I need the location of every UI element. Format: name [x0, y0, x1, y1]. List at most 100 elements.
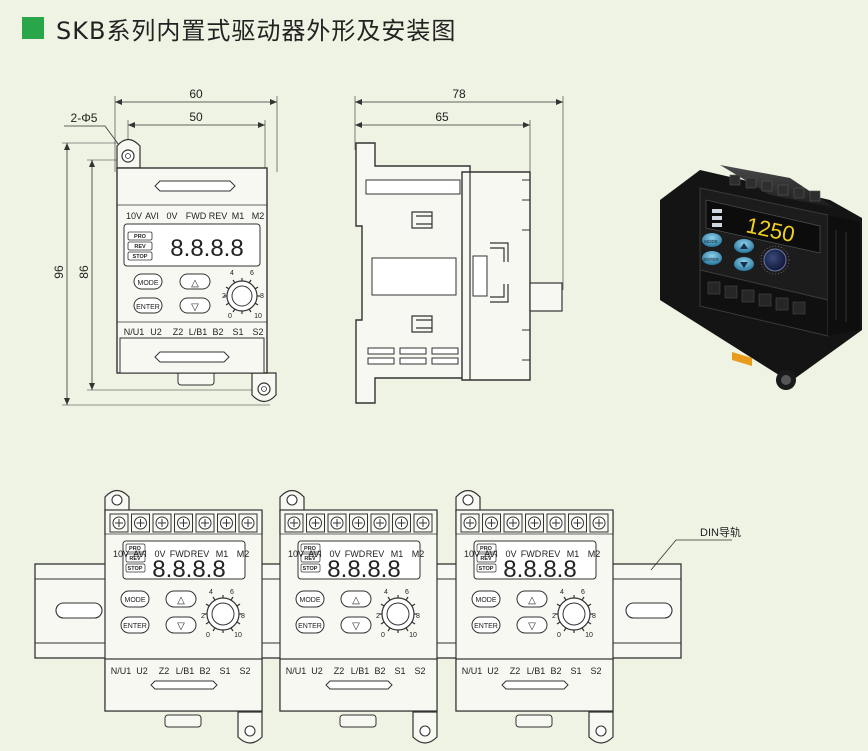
front-view: [62, 96, 278, 406]
module-bottom-terminal-label: S2: [239, 666, 250, 676]
module-bottom-terminal-label: B2: [199, 666, 210, 676]
terminal-screw-icon: [327, 513, 347, 533]
module-knob-scale-label: 8: [416, 613, 420, 620]
dim-label-86: 86: [77, 265, 91, 279]
product-photo: 1250: [660, 165, 862, 390]
top-terminal-label: M1: [232, 211, 245, 221]
module-knob-scale-label: 2: [201, 613, 205, 620]
module-bottom-terminal-label: B2: [550, 666, 561, 676]
dim-label-hole: 2-Φ5: [71, 111, 98, 125]
top-terminal-label: M2: [252, 211, 265, 221]
knob-scale-label: 0: [228, 313, 232, 320]
module-bottom-terminal-label: Z2: [159, 666, 170, 676]
terminal-screw-icon: [174, 513, 193, 533]
terminal-screw-icon: [460, 513, 480, 533]
module-bottom-terminal-label: S1: [219, 666, 230, 676]
module-top-terminal-label: 0V: [154, 549, 165, 559]
bottom-terminal-label: S1: [232, 327, 243, 337]
bottom-terminal-label: U2: [150, 327, 162, 337]
module-mode-label: MODE: [125, 597, 146, 604]
module-knob-scale-label: 6: [581, 589, 585, 596]
module-bottom-terminal-label: L/B1: [527, 666, 546, 676]
module-bottom-terminal-label: N/U1: [286, 666, 307, 676]
module-display-digits: 8.8.8.8: [152, 556, 225, 583]
module-display-digits: 8.8.8.8: [327, 556, 400, 583]
module-bottom-terminal-label: U2: [487, 666, 499, 676]
top-terminal-label: FWD: [186, 211, 207, 221]
module-top-terminal-label: AVI: [133, 549, 147, 559]
module-knob-scale-label: 6: [405, 589, 409, 596]
module-bottom-terminal-label: S2: [590, 666, 601, 676]
terminal-screw-icon: [589, 513, 609, 533]
indicator-label: REV: [134, 244, 146, 250]
module-down-label: ▽: [177, 621, 185, 632]
module-knob-scale-label: 6: [230, 589, 234, 596]
terminal-screw-icon: [349, 513, 368, 533]
module-bottom-terminal-label: B2: [374, 666, 385, 676]
bottom-terminal-label: N/U1: [124, 327, 145, 337]
module-up-label: △: [352, 595, 360, 606]
module-display-digits: 8.8.8.8: [503, 556, 576, 583]
module-bottom-terminal-label: U2: [136, 666, 148, 676]
module-top-terminal-label: AVI: [308, 549, 322, 559]
module-knob-scale-label: 0: [557, 632, 561, 639]
module-bottom-terminal-label: L/B1: [351, 666, 370, 676]
module-bottom-terminal-label: S2: [414, 666, 425, 676]
terminal-screw-icon: [131, 513, 150, 533]
module-knob-scale-label: 0: [206, 632, 210, 639]
page-title: SKB系列内置式驱动器外形及安装图: [56, 16, 457, 45]
module-top-terminal-label: 10V: [288, 549, 304, 559]
module-top-terminal-label: M1: [391, 549, 404, 559]
module-down-label: ▽: [352, 621, 360, 632]
photo-enter-label: ENTER: [703, 257, 719, 262]
module-bottom-terminal-label: Z2: [334, 666, 345, 676]
module-knob-scale-label: 10: [234, 632, 242, 639]
module-indicator-label: PRO: [304, 546, 317, 552]
indicator-label: STOP: [133, 254, 148, 260]
module-top-terminal-label: M2: [237, 549, 250, 559]
knob-scale-label: 2: [222, 293, 226, 300]
module-indicator-label: STOP: [479, 566, 494, 572]
side-view: [354, 96, 564, 404]
bottom-terminal-label: L/B1: [189, 327, 208, 337]
module-top-terminal-label: REV: [366, 549, 385, 559]
module-knob-scale-label: 8: [592, 613, 596, 620]
module-top-terminal-label: 0V: [505, 549, 516, 559]
module-knob-scale-label: 10: [585, 632, 593, 639]
terminal-screw-icon: [482, 513, 501, 533]
module-knob-scale-label: 4: [560, 589, 564, 596]
module-knob-scale-label: 10: [409, 632, 417, 639]
module-indicator-label: REV: [304, 556, 316, 562]
bottom-terminal-label: Z2: [173, 327, 184, 337]
top-terminal-label: AVI: [145, 211, 159, 221]
module-top-terminal-label: REV: [542, 549, 561, 559]
title-square-icon: [22, 17, 44, 39]
module-knob-scale-label: 2: [552, 613, 556, 620]
terminal-screw-icon: [195, 513, 215, 533]
dim-label-78: 78: [452, 87, 466, 101]
din-rail-label: DIN导轨: [700, 525, 741, 539]
module-top-terminal-label: FWD: [345, 549, 366, 559]
dim-label-50: 50: [189, 110, 203, 124]
module-knob-scale-label: 4: [209, 589, 213, 596]
module-top-terminal-label: M2: [412, 549, 425, 559]
terminal-screws: [109, 513, 609, 533]
module-top-terminal-label: M1: [216, 549, 229, 559]
terminal-screw-icon: [306, 513, 325, 533]
terminal-screw-icon: [568, 513, 587, 533]
module-top-terminal-label: M2: [588, 549, 601, 559]
module-indicator-label: PRO: [129, 546, 142, 552]
title-bar: SKB系列内置式驱动器外形及安装图: [22, 12, 457, 45]
mode-button-label: MODE: [138, 280, 159, 287]
knob-scale-label: 4: [230, 270, 234, 277]
module-bottom-terminal-label: S1: [570, 666, 581, 676]
knob-scale-label: 10: [254, 313, 262, 320]
module-knob-scale-label: 2: [376, 613, 380, 620]
terminal-screw-icon: [109, 513, 129, 533]
module-bottom-terminal-label: L/B1: [176, 666, 195, 676]
photo-mode-label: MODE: [704, 239, 718, 244]
display-digits: 8.8.8.8: [170, 235, 243, 262]
down-button-label: ▽: [191, 302, 199, 313]
